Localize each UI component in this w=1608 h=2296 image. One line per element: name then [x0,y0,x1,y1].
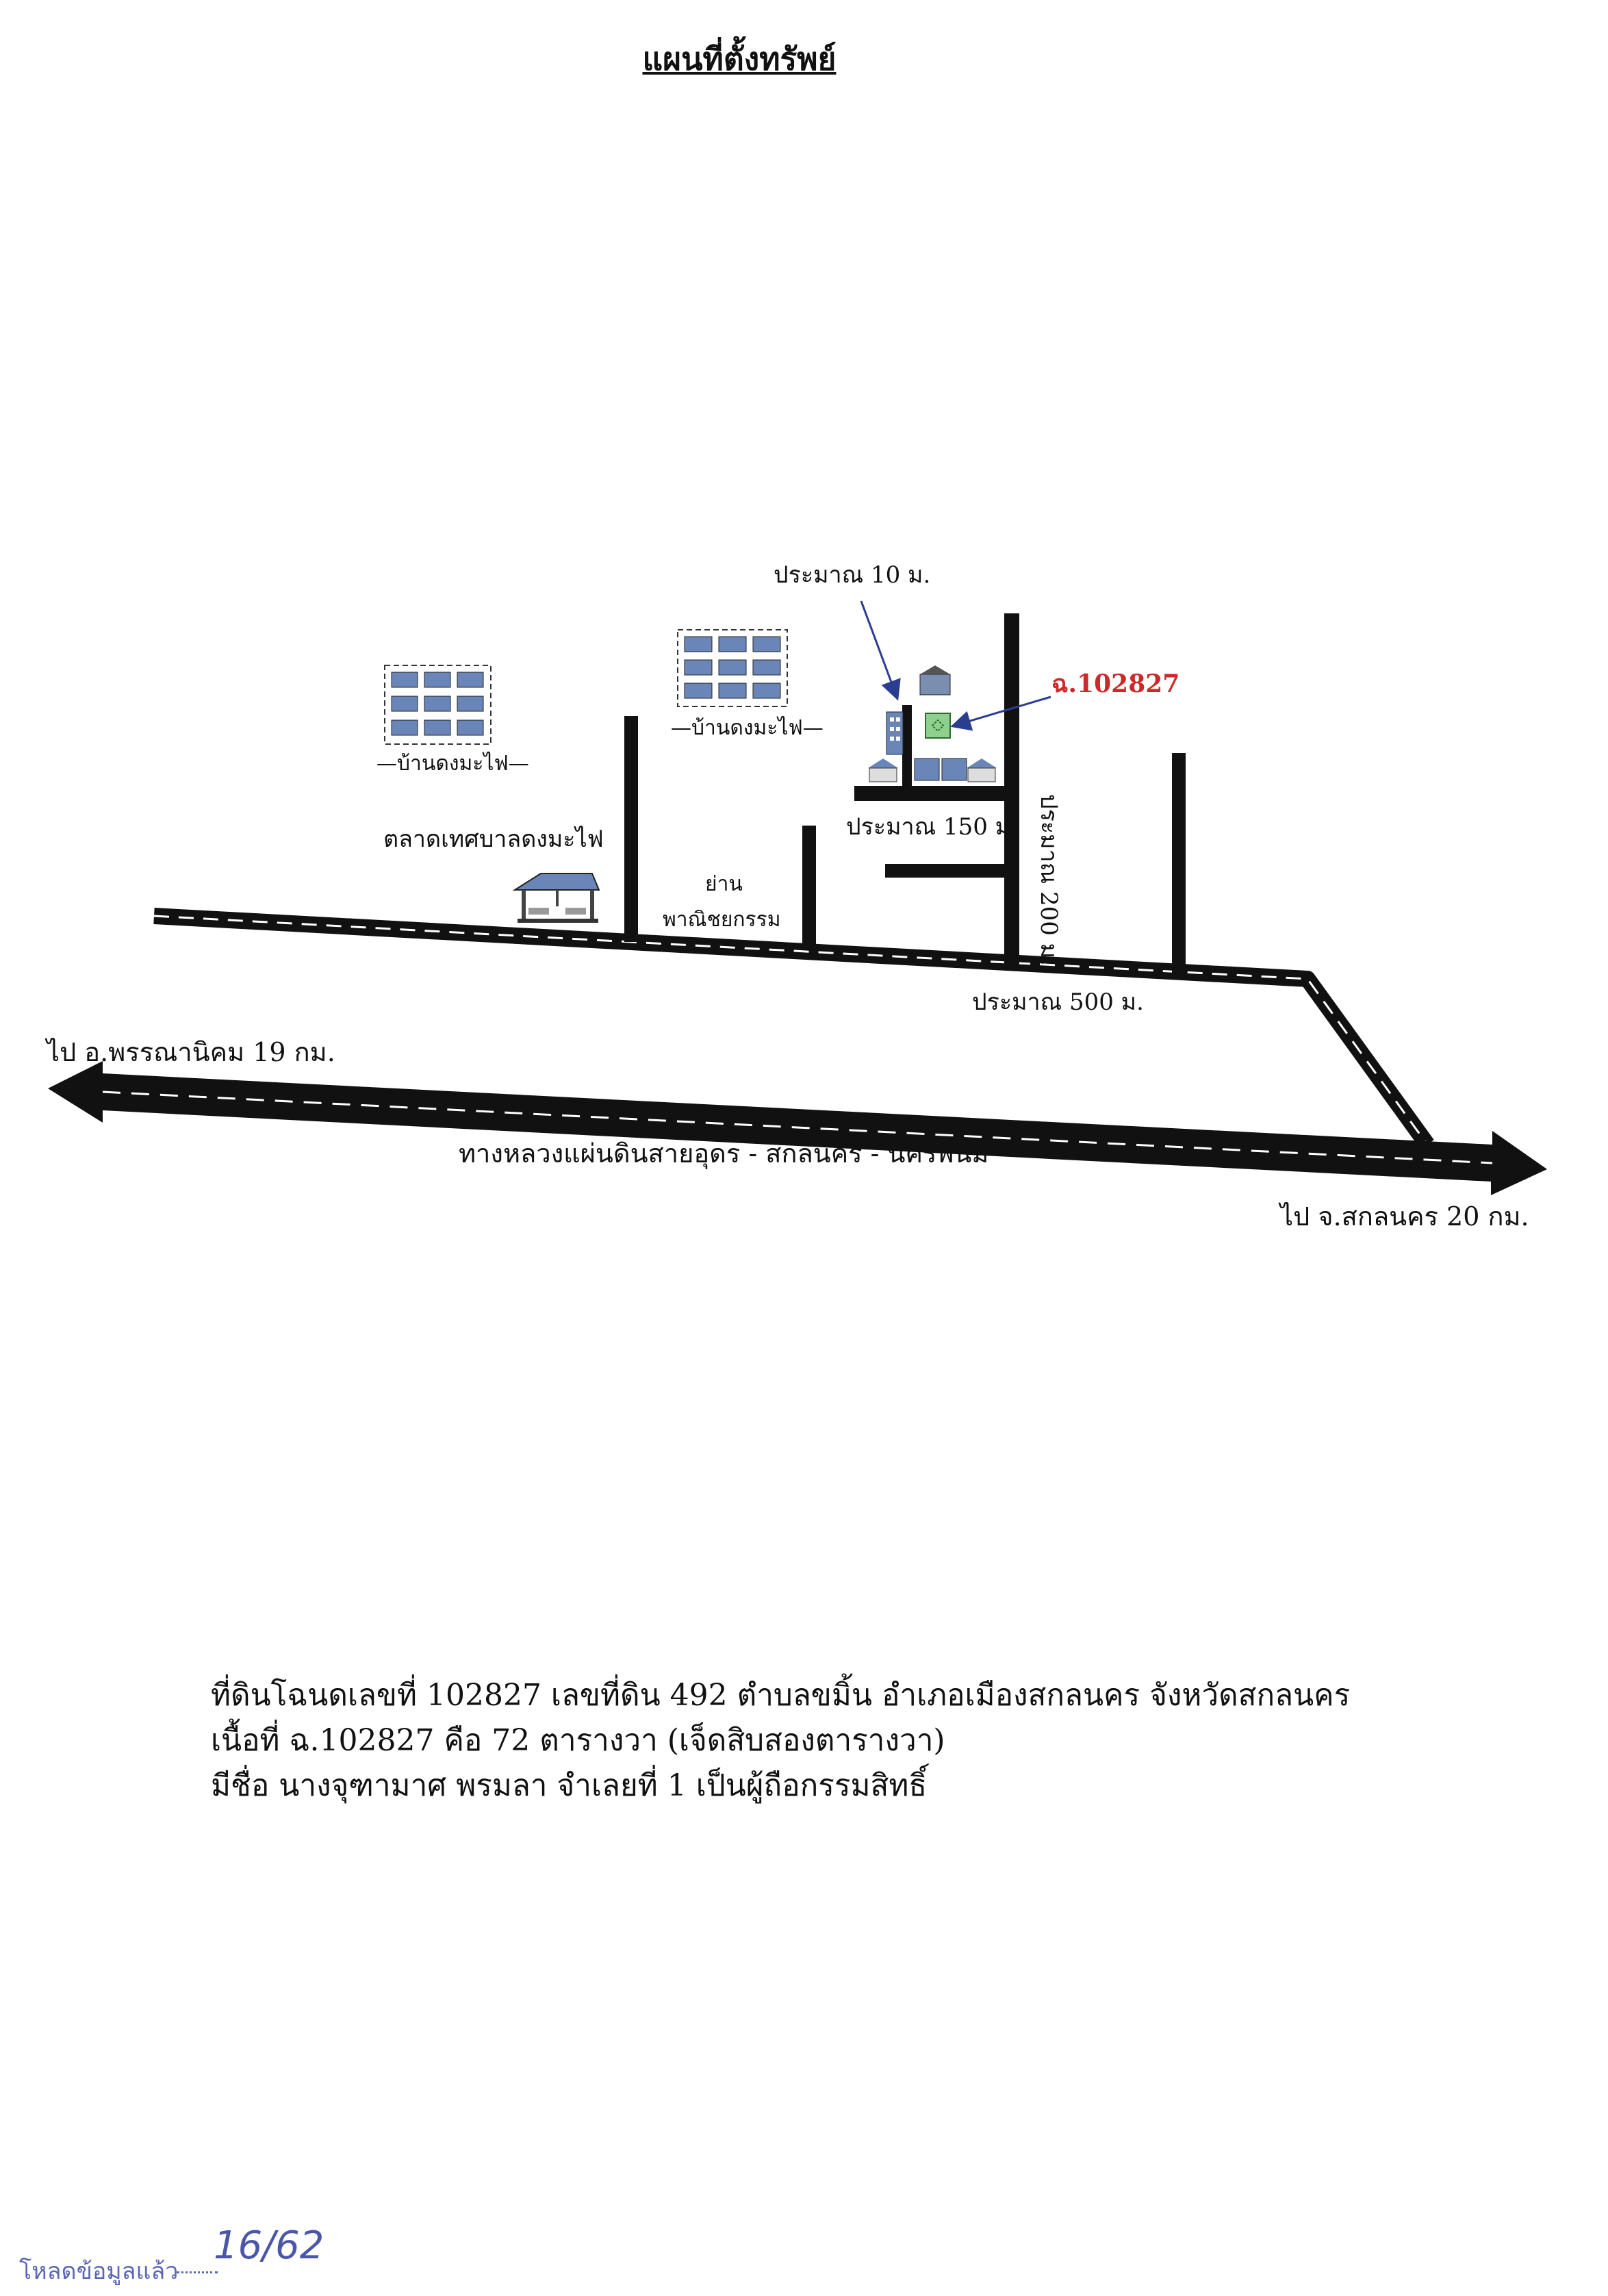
secondary-road [153,908,1434,1150]
subject-plot-marker [925,713,951,739]
highway-road [48,1061,1547,1195]
deed-number-label: ฉ.102827 [1051,669,1180,698]
village-houses-icon-1 [384,665,492,745]
dotted-leader [177,2271,218,2273]
label-commercial-line2: พาณิชยกรรม [663,908,781,932]
loaded-note: โหลดข้อมูลแล้ว [19,2258,179,2285]
label-approx-200m: ประมาณ 200 ม. [1035,794,1062,966]
label-highway: ทางหลวงแผ่นดินสายอุดร - สกลนคร - นครพนม [459,1138,989,1169]
caption-line-2: เนื้อที่ ฉ.102827 คือ 72 ตารางวา (เจ็ดสิ… [211,1723,945,1758]
branch-road-150m [854,786,1019,801]
label-approx-500m: ประมาณ 500 ม. [972,988,1144,1016]
label-to-sakon: ไป จ.สกลนคร 20 กม. [1280,1201,1529,1232]
side-road-2 [802,826,816,949]
label-approx-150m: ประมาณ 150 ม. [846,813,1018,841]
market-pavilion-icon [512,873,600,923]
label-village-1: —บ้านดงมะไฟ— [377,752,529,776]
side-road-1 [624,716,638,942]
buildings-icon [868,665,997,782]
label-approx-10m: ประมาณ 10 ม. [774,561,931,589]
caption-line-1: ที่ดินโฉนดเลขที่ 102827 เลขที่ดิน 492 ตำ… [211,1678,1351,1713]
pointer-arrow-10m [860,600,901,701]
label-commercial-line1: ย่าน [705,872,743,896]
small-soi [902,705,912,786]
branch-road-lower [885,864,1019,878]
page-title: แผนที่ตั้งทรัพย์ [642,40,837,77]
side-road-3 [1172,753,1186,979]
caption-line-3: มีชื่อ นางจุฑามาศ พรมลา จำเลยที่ 1 เป็นผ… [211,1768,928,1803]
label-market: ตลาดเทศบาลดงมะไฟ [383,826,604,853]
label-to-phanna: ไป อ.พรรณานิคม 19 กม. [47,1037,335,1067]
village-houses-icon-2 [677,629,788,707]
pointer-arrow-deed [950,696,1051,731]
handwritten-date: 16/62 [214,2223,324,2268]
label-village-2: —บ้านดงมะไฟ— [671,716,824,740]
